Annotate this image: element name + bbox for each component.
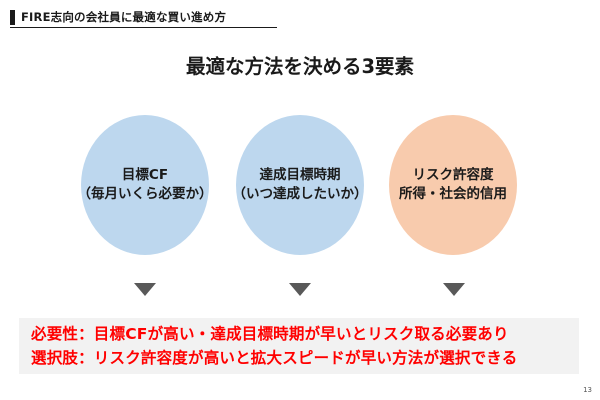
header-underline xyxy=(10,27,277,28)
conclusion-necessity: 必要性：目標CFが高い・達成目標時期が早いとリスク取る必要あり xyxy=(31,325,509,343)
factor-label: リスク許容度 xyxy=(412,167,494,183)
factor-circle-target-date: 達成目標時期 （いつ達成したいか） xyxy=(233,115,368,255)
slide-header: FIRE志向の会社員に最適な買い進め方 xyxy=(10,9,226,25)
factor-sublabel: （いつ達成したいか） xyxy=(232,186,368,202)
down-arrow-icon xyxy=(289,283,311,296)
down-arrow-icon xyxy=(134,283,156,296)
header-title: FIRE志向の会社員に最適な買い進め方 xyxy=(21,10,227,24)
factor-label: 目標CF xyxy=(121,167,169,183)
factor-sublabel: （毎月いくら必要か） xyxy=(77,186,213,202)
factor-label: 達成目標時期 xyxy=(259,167,341,183)
down-arrow-icon xyxy=(443,283,465,296)
page-number: 13 xyxy=(583,386,592,394)
conclusion-box: 必要性：目標CFが高い・達成目標時期が早いとリスク取る必要あり 選択肢：リスク許… xyxy=(19,318,579,374)
factor-circle-target-cf: 目標CF （毎月いくら必要か） xyxy=(78,115,213,255)
main-title: 最適な方法を決める3要素 xyxy=(185,55,415,78)
factor-sublabel: 所得・社会的信用 xyxy=(399,186,507,202)
header-marker-bar xyxy=(10,9,15,25)
conclusion-options: 選択肢：リスク許容度が高いと拡大スピードが早い方法が選択できる xyxy=(31,349,518,367)
factor-circle-risk-tolerance: リスク許容度 所得・社会的信用 xyxy=(389,115,517,255)
